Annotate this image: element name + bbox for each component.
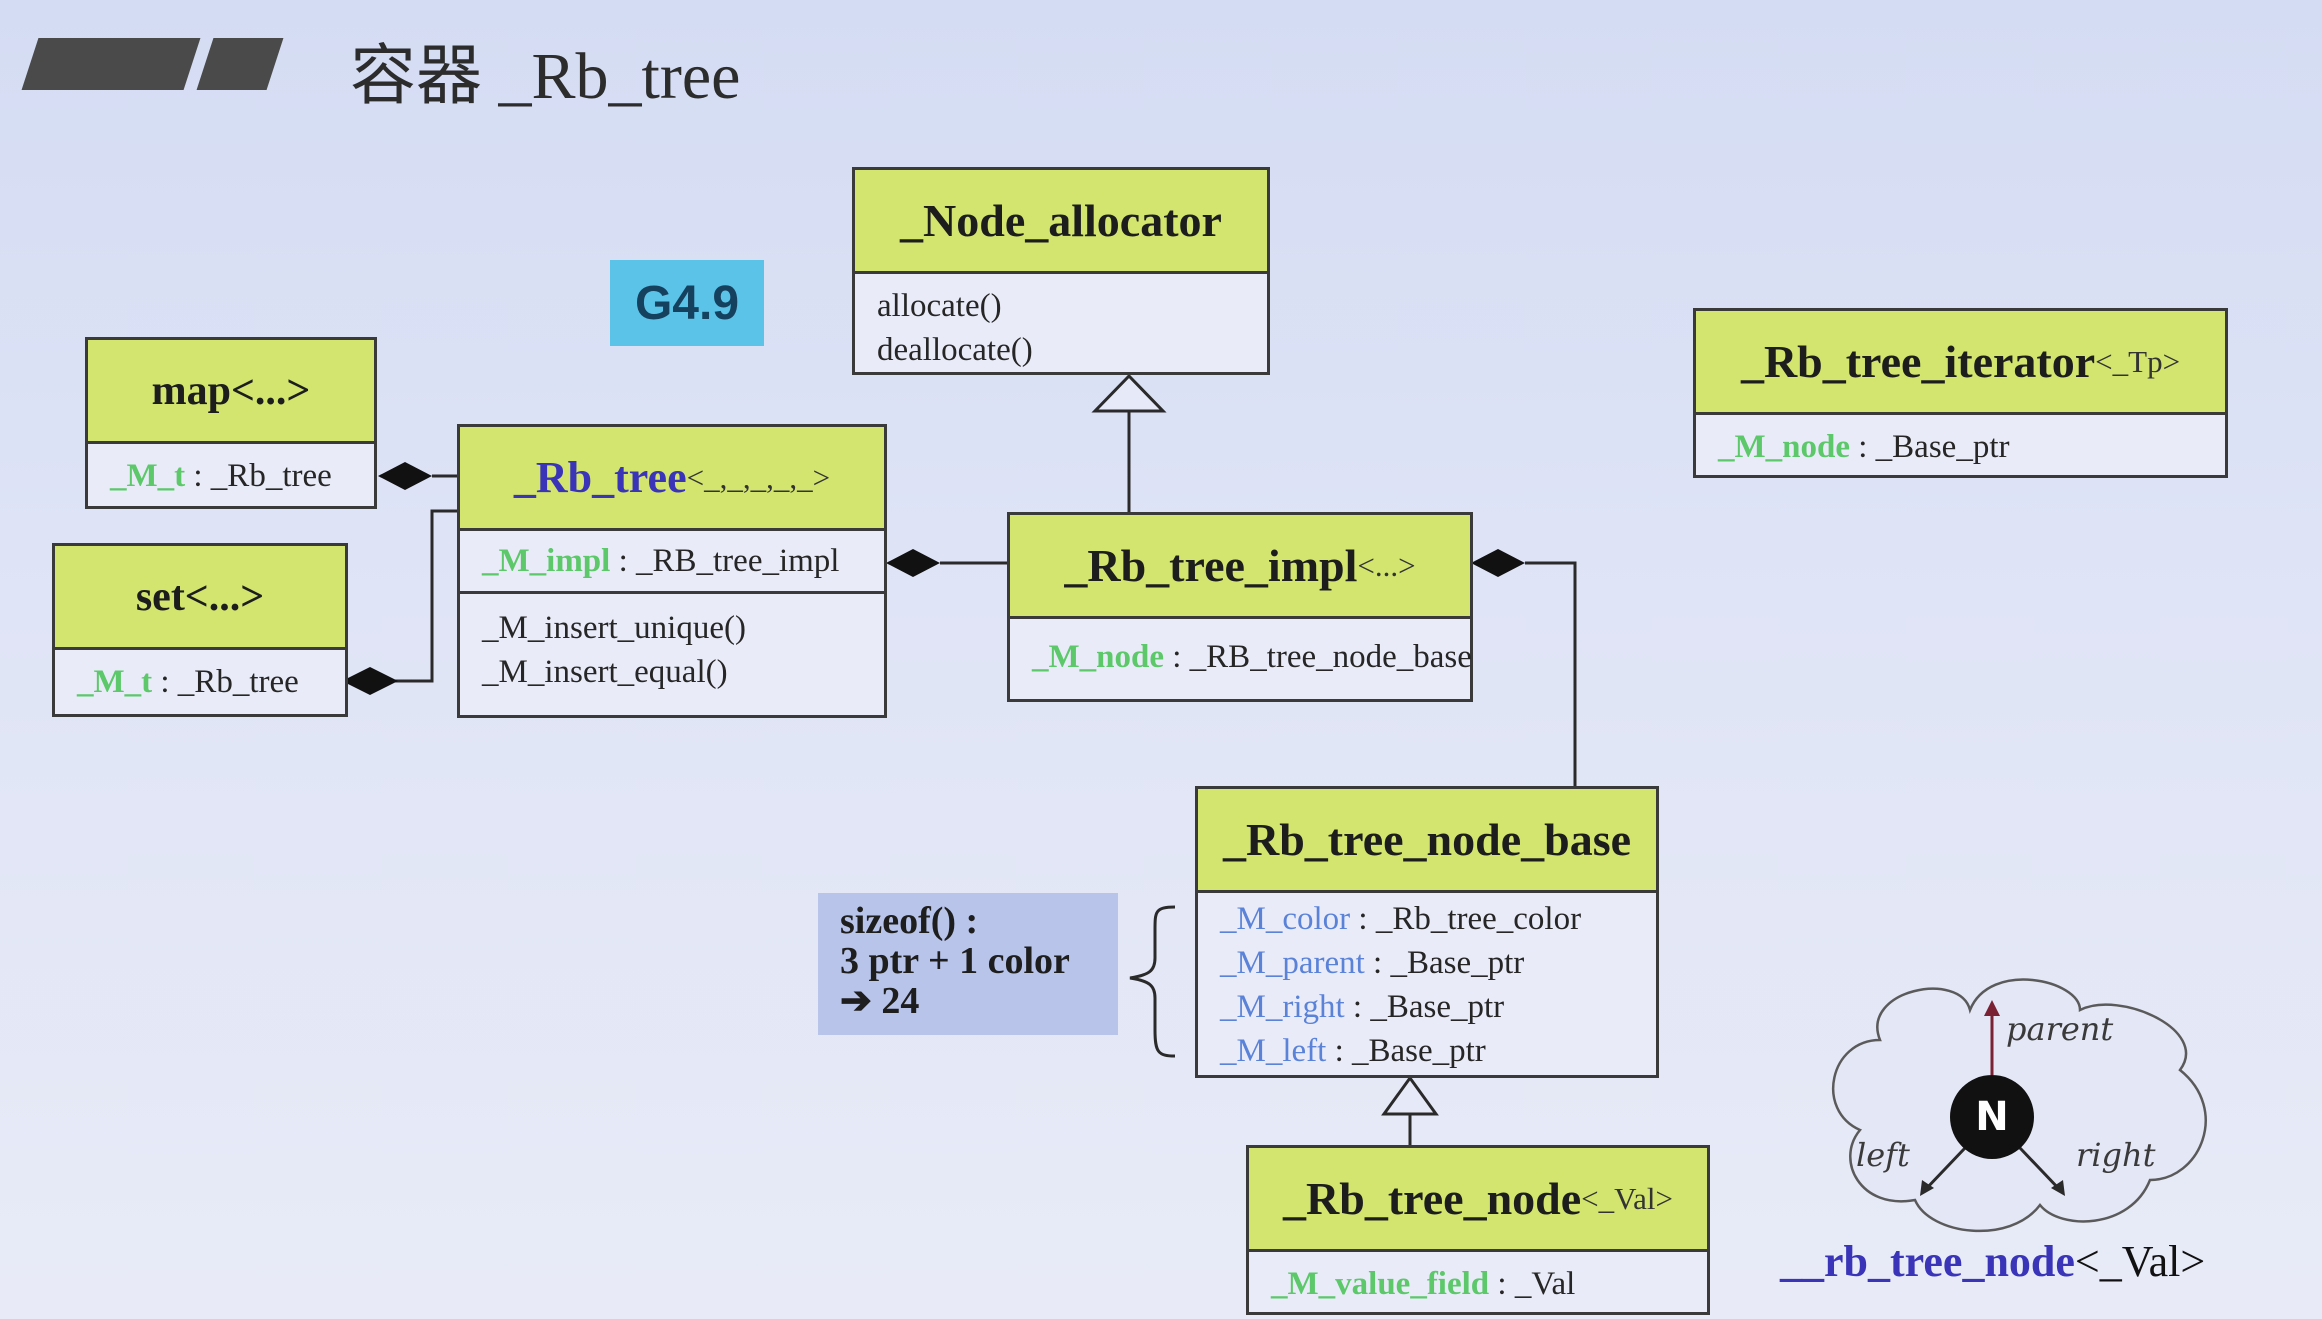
node-allocator-name: _Node_allocator (855, 170, 1267, 274)
sizeof-line1: sizeof() : (840, 900, 979, 942)
rb-tree-field-type: : _RB_tree_impl (610, 543, 840, 579)
field-right-type: : _Base_ptr (1344, 989, 1505, 1025)
field-color-name: _M_color (1220, 901, 1351, 937)
rb-tree-node-name: _Rb_tree_node (1283, 1173, 1582, 1224)
sizeof-line2: 3 ptr + 1 color (840, 940, 1070, 982)
rb-tree-iterator-field-name: _M_node (1718, 429, 1850, 465)
rb-tree-node-template: <_Val> (1581, 1180, 1673, 1216)
field-parent: _M_parent : _Base_ptr (1220, 941, 1634, 985)
set-class: set<...> _M_t : _Rb_tree (52, 543, 348, 717)
method-insert-equal: _M_insert_equal() (482, 654, 728, 690)
rb-tree-class: _Rb_tree<_,_,_,_,_> _M_impl : _RB_tree_i… (457, 424, 887, 718)
map-name: map<...> (88, 340, 374, 444)
rb-tree-iterator-field-type: : _Base_ptr (1850, 429, 2010, 465)
field-right-name: _M_right (1220, 989, 1345, 1025)
rb-tree-iterator-template: <_Tp> (2095, 343, 2181, 379)
arrow-right-icon: ➔ (840, 980, 872, 1022)
method-insert-unique: _M_insert_unique() (482, 610, 746, 646)
rb-tree-impl-field-type: : _RB_tree_node_base (1164, 639, 1472, 675)
rb-tree-node-caption: __rb_tree_node<_Val> (1780, 1236, 2205, 1287)
rb-tree-template: <_,_,_,_,_> (686, 459, 831, 495)
field-right: _M_right : _Base_ptr (1220, 985, 1634, 1029)
map-field-type: : _Rb_tree (185, 458, 332, 494)
method-allocate: allocate() (877, 288, 1002, 324)
rb-tree-field-name: _M_impl (482, 543, 611, 579)
field-parent-type: : _Base_ptr (1364, 945, 1525, 981)
set-name: set<...> (55, 546, 345, 650)
rb-tree-node-field-type: : _Val (1489, 1266, 1576, 1302)
rb-tree-impl-class: _Rb_tree_impl<...> _M_node : _RB_tree_no… (1007, 512, 1473, 702)
map-class: map<...> _M_t : _Rb_tree (85, 337, 377, 509)
left-label: left (1856, 1136, 1910, 1174)
rb-tree-impl-field-name: _M_node (1032, 639, 1164, 675)
version-badge: G4.9 (610, 260, 764, 346)
sizeof-note: sizeof() : 3 ptr + 1 color ➔ 24 (818, 893, 1118, 1035)
parent-label: parent (2006, 1010, 2114, 1048)
field-color-type: : _Rb_tree_color (1350, 901, 1582, 937)
rb-tree-node-base-name: _Rb_tree_node_base (1198, 789, 1656, 893)
field-parent-name: _M_parent (1220, 945, 1365, 981)
node-n-circle: N (1950, 1075, 2034, 1159)
rb-tree-impl-name: _Rb_tree_impl (1064, 540, 1358, 591)
field-left-type: : _Base_ptr (1326, 1033, 1486, 1069)
field-left-name: _M_left (1220, 1033, 1327, 1069)
rb-tree-impl-template: <...> (1357, 547, 1416, 583)
rb-tree-node-field-name: _M_value_field (1271, 1266, 1490, 1302)
rb-tree-node-caption-name: __rb_tree_node (1780, 1237, 2075, 1286)
set-field-type: : _Rb_tree (152, 664, 299, 700)
set-field-name: _M_t (77, 664, 153, 700)
rb-tree-iterator-name: _Rb_tree_iterator (1740, 336, 2096, 387)
rb-tree-node-caption-template: <_Val> (2074, 1237, 2206, 1286)
node-allocator-class: _Node_allocator allocate() deallocate() (852, 167, 1270, 375)
sizeof-line3: 24 (881, 980, 920, 1022)
method-deallocate: deallocate() (877, 332, 1033, 368)
field-left: _M_left : _Base_ptr (1220, 1029, 1634, 1073)
rb-tree-node-base-class: _Rb_tree_node_base _M_color : _Rb_tree_c… (1195, 786, 1659, 1078)
page-title: 容器 _Rb_tree (350, 40, 741, 113)
map-field-name: _M_t (110, 458, 186, 494)
rb-tree-node-class: _Rb_tree_node<_Val> _M_value_field : _Va… (1246, 1145, 1710, 1315)
rb-tree-name: _Rb_tree (513, 453, 687, 502)
right-label: right (2076, 1136, 2156, 1174)
rb-tree-iterator-class: _Rb_tree_iterator<_Tp> _M_node : _Base_p… (1693, 308, 2228, 478)
field-color: _M_color : _Rb_tree_color (1220, 897, 1634, 941)
